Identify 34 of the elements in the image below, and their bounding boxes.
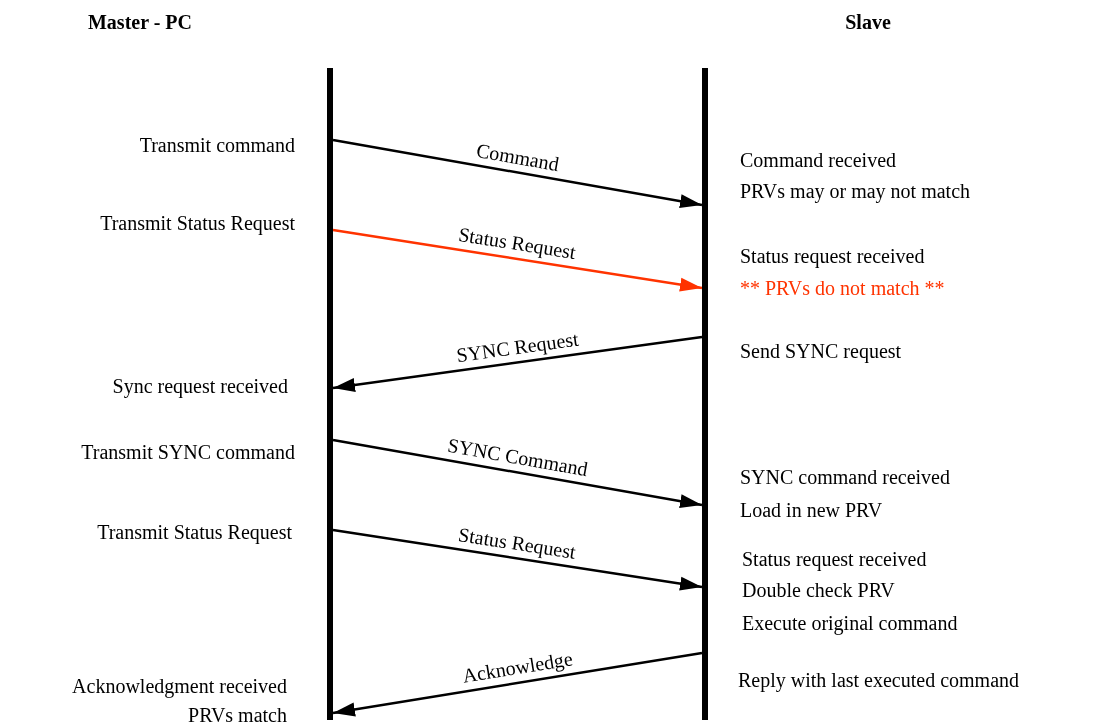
arrow — [332, 228, 703, 292]
lifeline-heading: Slave — [845, 12, 891, 32]
event-note: Transmit Status Request — [100, 213, 295, 233]
message-label: SYNC Command — [446, 434, 589, 479]
event-note: Transmit Status Request — [97, 522, 292, 542]
event-note: Command received — [740, 150, 897, 170]
event-note: Double check PRV — [742, 580, 895, 600]
arrow — [332, 651, 703, 717]
event-note: Status request received — [742, 549, 927, 569]
event-note: Reply with last executed command — [738, 670, 1020, 690]
arrow — [332, 438, 703, 509]
event-note: Load in new PRV — [740, 500, 883, 520]
lifeline-heading: Master - PC — [87, 12, 192, 32]
message-label: Acknowledge — [461, 648, 574, 686]
arrow — [332, 335, 703, 392]
arrow — [332, 528, 703, 591]
message-label: Status Request — [457, 223, 578, 263]
event-note: Transmit SYNC command — [81, 442, 295, 462]
message-label: SYNC Request — [455, 328, 580, 365]
message-label: Status Request — [457, 523, 578, 562]
event-note: PRVs may or may not match — [740, 181, 971, 201]
event-note: Status request received — [740, 246, 925, 266]
event-note: Transmit command — [139, 135, 295, 155]
event-note: PRVs match — [188, 705, 287, 724]
event-note: Send SYNC request — [740, 341, 902, 361]
lifeline — [327, 68, 333, 720]
event-note: SYNC command received — [740, 467, 950, 487]
event-note: Sync request received — [112, 376, 288, 396]
event-note: Execute original command — [742, 613, 958, 633]
message-label: Command — [474, 139, 561, 174]
lifeline — [702, 68, 708, 720]
warning-note: ** PRVs do not match ** — [740, 278, 945, 298]
arrow — [332, 138, 703, 209]
event-note: Acknowledgment received — [72, 676, 287, 696]
